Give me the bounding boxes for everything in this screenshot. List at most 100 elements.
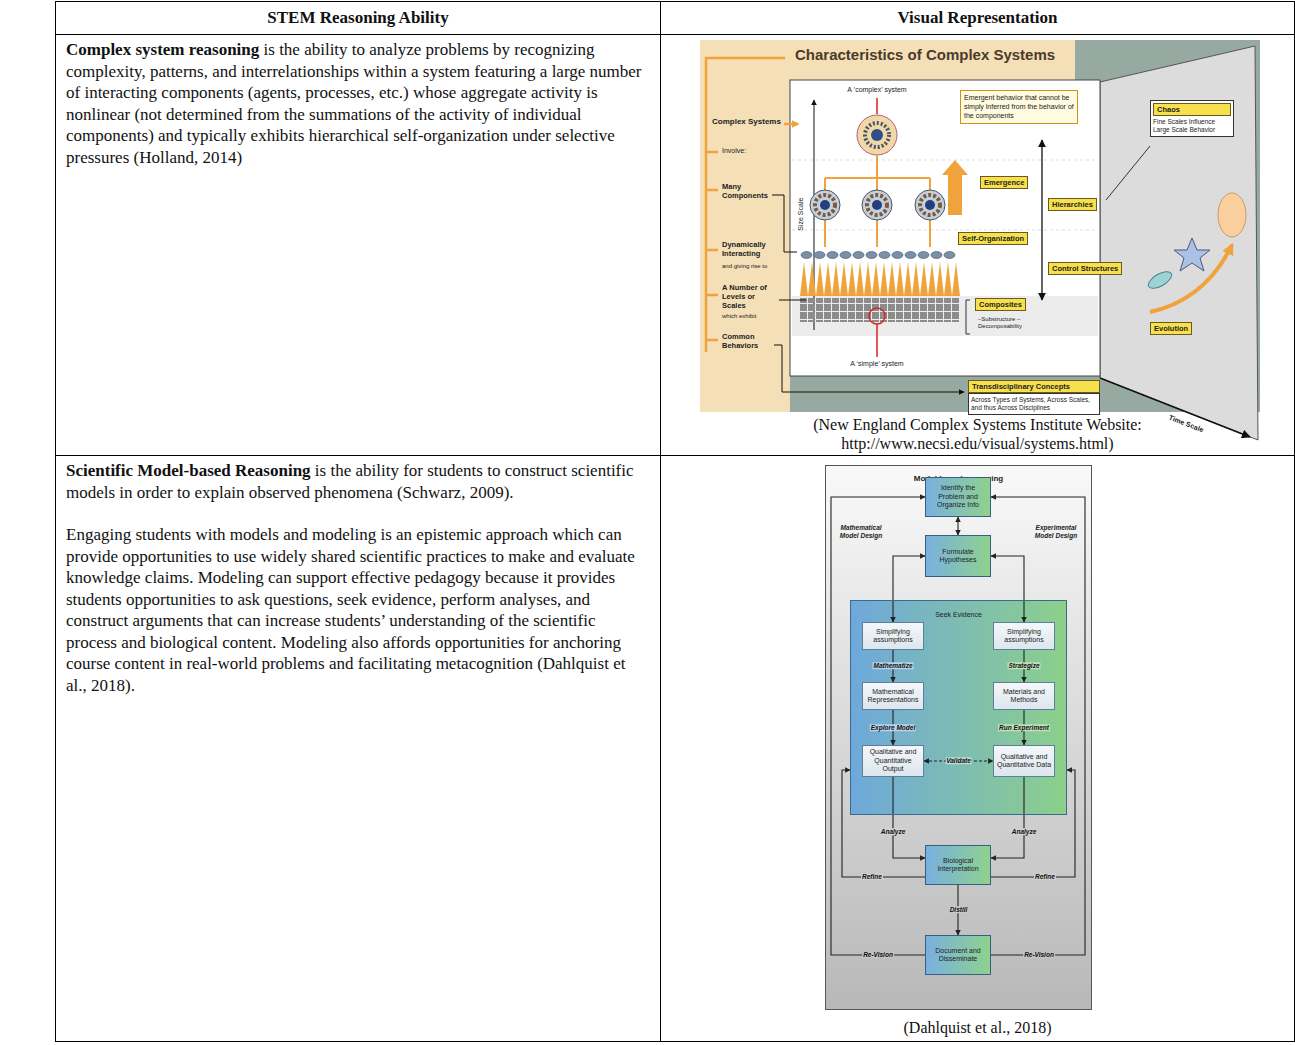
flow-arrow [991,556,1024,622]
heading-text: Scientific Model-based Reasoning [66,461,311,480]
chaos-box: ChaosFine Scales Influence Large Scale B… [1150,100,1234,137]
heading-text: Complex system reasoning [66,40,259,59]
body-text: Visual Representation [897,8,1057,28]
emergence-arrow [942,160,968,215]
simple-band [792,296,1098,336]
evolution-form [1218,193,1246,237]
table-cell: Complex system reasoningis the ability t… [55,34,661,456]
step-box: Qualitative and Quantitative Output [862,745,924,777]
figure-label: Common Behaviors [722,332,772,350]
edge-label: Analyze [1011,828,1038,835]
composites-bracket [966,300,970,334]
component-row [800,250,956,260]
concept-tag: Control Structures [1048,262,1122,275]
header-cell: STEM Reasoning Ability [55,1,661,35]
edge-label: Analyze [880,828,907,835]
flow-arrow [991,777,1024,858]
component-flower [872,200,882,210]
body-text: Evolution [1154,324,1188,333]
process-box: Document and Disseminate [925,935,991,975]
body-text: Simplifying assumptions [996,628,1052,645]
body-text: Identify the Problem and Organize Info [928,484,988,509]
evolution-form [1146,268,1175,291]
component-flower [862,190,892,220]
figure-label: which exhibit [722,313,756,320]
body-text: Composites [979,300,1022,309]
body-text: Biological Interpretation [928,857,988,874]
figure-label: Dynamically Interacting [722,240,780,258]
chaos-leader [1106,146,1150,200]
component-flower [820,200,830,210]
figure-label: Involve: [722,147,746,155]
figure-title: Characteristics of Complex Systems [795,46,1055,64]
component-flower [867,195,887,215]
body-text: Emergence [984,178,1024,187]
size-plane [790,80,1100,376]
transdisciplinary-box: Transdisciplinary ConceptsAcross Types o… [968,380,1100,415]
edge-label: Refine [1034,873,1056,880]
complex-system-circle [857,115,897,155]
edge-label: Run Experiment [998,724,1050,731]
body-text: Engaging students with models and modeli… [66,524,650,696]
concept-tag: Hierarchies [1048,198,1097,211]
complex-system-circle [871,129,883,141]
body-text: STEM Reasoning Ability [267,8,448,28]
figure-label: A Number of Levels or Scales [722,283,777,310]
edge-label: Strategize [1007,662,1040,669]
edge-label: Explore Model [870,724,916,731]
step-box: Mathematical Representations [862,682,924,710]
concept-tag: Evolution [1150,322,1192,335]
process-box: Identify the Problem and Organize Info [925,477,991,517]
edge-label: Re-Vision [1023,951,1055,958]
component-flower [810,190,945,220]
process-box: Biological Interpretation [925,845,991,885]
pointer-arrow [784,123,798,126]
header-cell: Visual Representation [660,1,1295,35]
axis-label: Size Scale [797,189,805,239]
evolution-form [1174,238,1210,271]
step-box: Simplifying assumptions [993,622,1055,650]
red-pointer [869,308,885,324]
component-flower [925,200,935,210]
scale-lines [792,160,1098,230]
body-text: Qualitative and Quantitative Output [865,748,921,773]
time-plane [1100,46,1258,440]
interaction-spikes [800,262,960,296]
body-text: Mathematical Representations [865,688,921,705]
left-bracket [706,58,785,352]
simple-blocks [800,298,960,322]
box-fill [850,600,1067,815]
design-label: Mathematical Model Design [836,524,886,540]
flow-arrow [842,770,925,877]
body-text: Fine Scales Influence Large Scale Behavi… [1153,118,1231,134]
flow-arrow [893,777,925,858]
figure-label: A ‘complex’ system [837,86,917,94]
design-label: Experimental Model Design [1031,524,1081,540]
figure-label: A ‘simple’ system [837,360,917,368]
edge-label: Refine [861,873,883,880]
component-flower [920,195,940,215]
figure-label: Complex Systems [712,117,781,127]
body-text: (Dahlquist et al., 2018) [758,1018,1198,1037]
flow-arrow [991,497,1085,955]
step-box: Simplifying assumptions [862,622,924,650]
body-text: Materials and Methods [996,688,1052,705]
body-text: Control Structures [1052,264,1118,273]
body-text: Across Types of Systems, Across Scales, … [968,393,1100,415]
figure-label: –Substructure –Decomposability [978,316,1040,330]
component-flower [915,190,945,220]
concept-tag: Emergence [980,176,1028,189]
flow-arrow [831,497,925,955]
group-box: Seek EvidenceSimplifying assumptionsSimp… [850,600,1067,815]
body-text: (New England Complex Systems Institute W… [758,415,1198,453]
red-pointer [876,98,878,357]
step-box: Qualitative and Quantitative Data [993,745,1055,777]
process-box: Formulate Hypotheses [925,535,991,577]
complex-system-circle [865,123,889,147]
table-cell: Scientific Model-based Reasoningis the a… [55,455,661,1042]
body-text: Emergent behavior that cannot be simply … [964,94,1074,119]
body-text: Self-Organization [962,234,1024,243]
body-text: Qualitative and Quantitative Data [996,753,1052,770]
flow-arrow [991,770,1075,877]
concept-tag: Composites [975,298,1026,311]
